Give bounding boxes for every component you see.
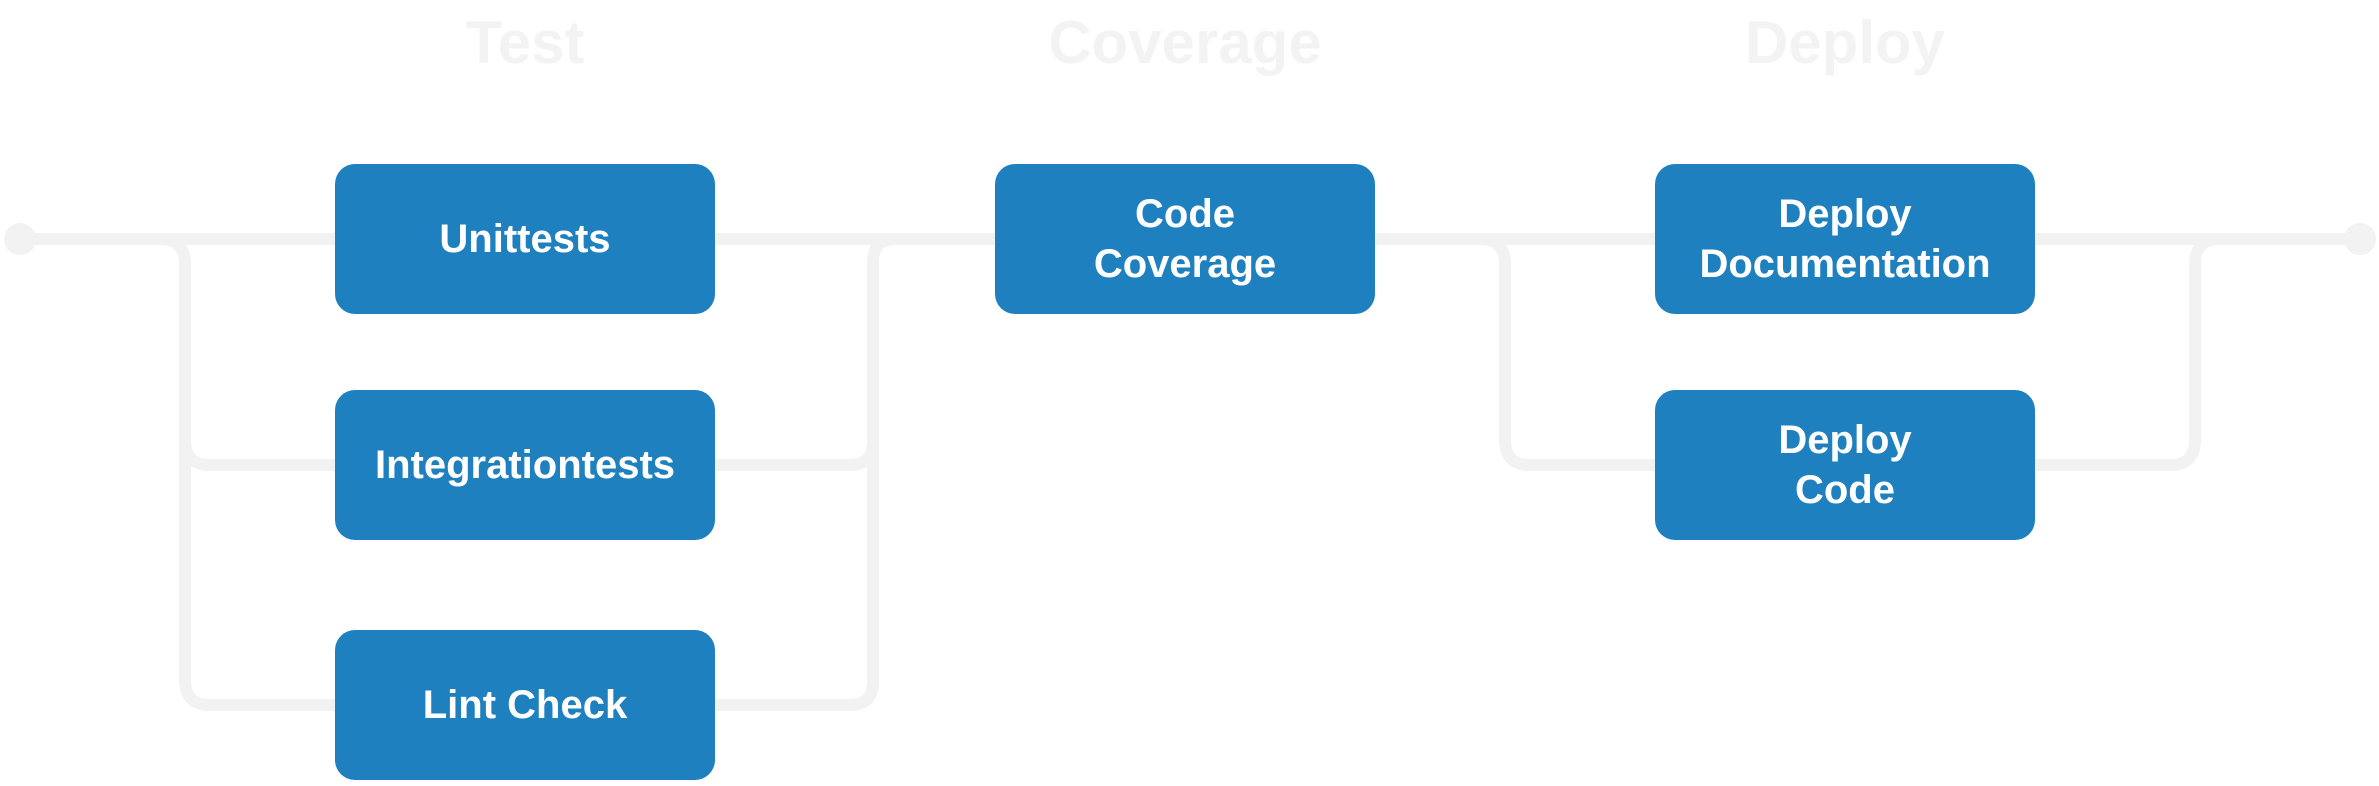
- pipeline-end-node: [2344, 223, 2376, 255]
- job-unittests[interactable]: Unittests: [335, 164, 715, 314]
- job-lint-check[interactable]: Lint Check: [335, 630, 715, 780]
- job-label: Deploy Code: [1778, 418, 1912, 512]
- branch-out-integrationtests: [709, 233, 1001, 471]
- pipeline-start-node: [4, 223, 36, 255]
- stage-title-coverage: Coverage: [1048, 9, 1322, 76]
- job-deploy-code[interactable]: Deploy Code: [1655, 390, 2035, 540]
- job-label: Lint Check: [422, 683, 628, 727]
- branch-in-integrationtests: [154, 233, 341, 471]
- stage-title-deploy: Deploy: [1744, 9, 1946, 76]
- job-deploy-documentation[interactable]: Deploy Documentation: [1655, 164, 2035, 314]
- job-integrationtests[interactable]: Integrationtests: [335, 390, 715, 540]
- stage-title-test: Test: [465, 9, 585, 76]
- job-label: Unittests: [439, 217, 611, 261]
- job-label: Code Coverage: [1093, 192, 1277, 286]
- branch-out-lint-check: [709, 436, 879, 711]
- branch-in-lint-check: [179, 434, 341, 711]
- branch-in-deploy-code: [1454, 233, 1661, 471]
- job-code-coverage[interactable]: Code Coverage: [995, 164, 1375, 314]
- job-label: Deploy Documentation: [1699, 192, 1991, 286]
- job-label: Integrationtests: [374, 443, 676, 487]
- branch-out-deploy-code: [2029, 233, 2266, 471]
